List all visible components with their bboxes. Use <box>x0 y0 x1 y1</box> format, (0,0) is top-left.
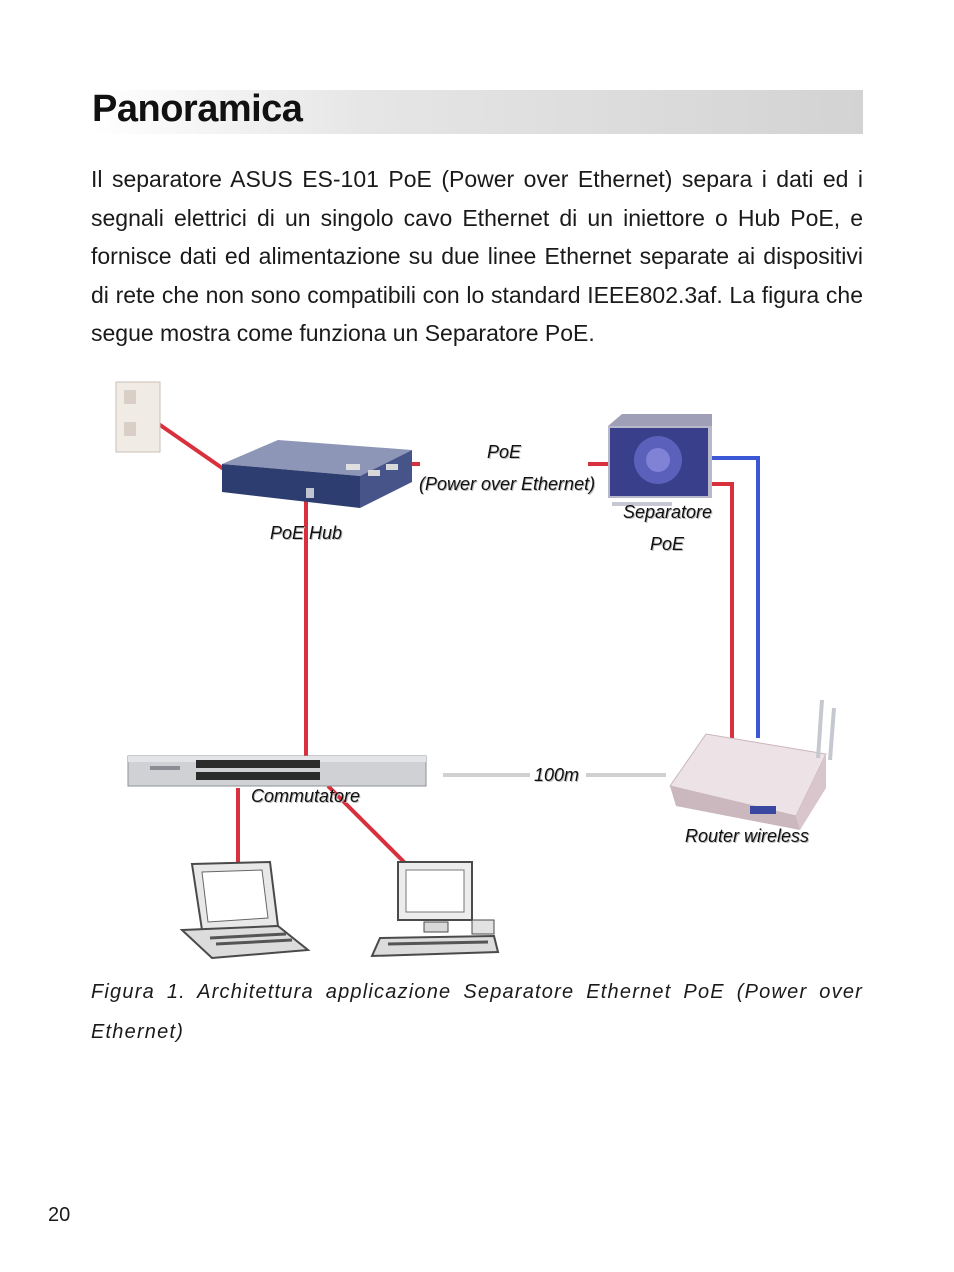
figure-caption: Figura 1. Architettura applicazione Sepa… <box>91 981 863 1043</box>
switch-icon <box>127 755 427 787</box>
wireless-router-icon <box>669 699 836 830</box>
section-title: Panoramica <box>92 88 303 130</box>
label-poe: PoE <box>487 442 522 462</box>
label-poe-hub: PoE Hub <box>270 523 343 543</box>
desktop-computer-icon <box>370 861 500 958</box>
poe-hub-icon <box>222 440 412 508</box>
heading-bar <box>91 90 863 134</box>
network-diagram <box>115 381 836 960</box>
label-separator-line2: PoE <box>650 534 685 554</box>
poe-architecture-figure: PoE (Power over Ethernet) Separatore PoE… <box>110 378 850 970</box>
laptop-icon <box>179 860 311 960</box>
splitter-power-cable <box>708 456 760 738</box>
page-number: 20 <box>48 1204 71 1226</box>
wall-to-hub-cable <box>148 416 227 472</box>
intro-paragraph: Il separatore ASUS ES-101 PoE (Power ove… <box>91 166 863 346</box>
label-distance: 100m <box>534 765 580 785</box>
wall-outlet-icon <box>115 381 161 453</box>
label-separator-line1: Separatore <box>623 502 713 522</box>
label-poe-full: (Power over Ethernet) <box>419 474 596 494</box>
poe-splitter-icon <box>608 414 712 506</box>
switch-to-desktop-cable <box>326 784 412 870</box>
label-switch: Commutatore <box>251 786 361 806</box>
splitter-data-cable <box>708 482 734 738</box>
label-router: Router wireless <box>685 826 810 846</box>
